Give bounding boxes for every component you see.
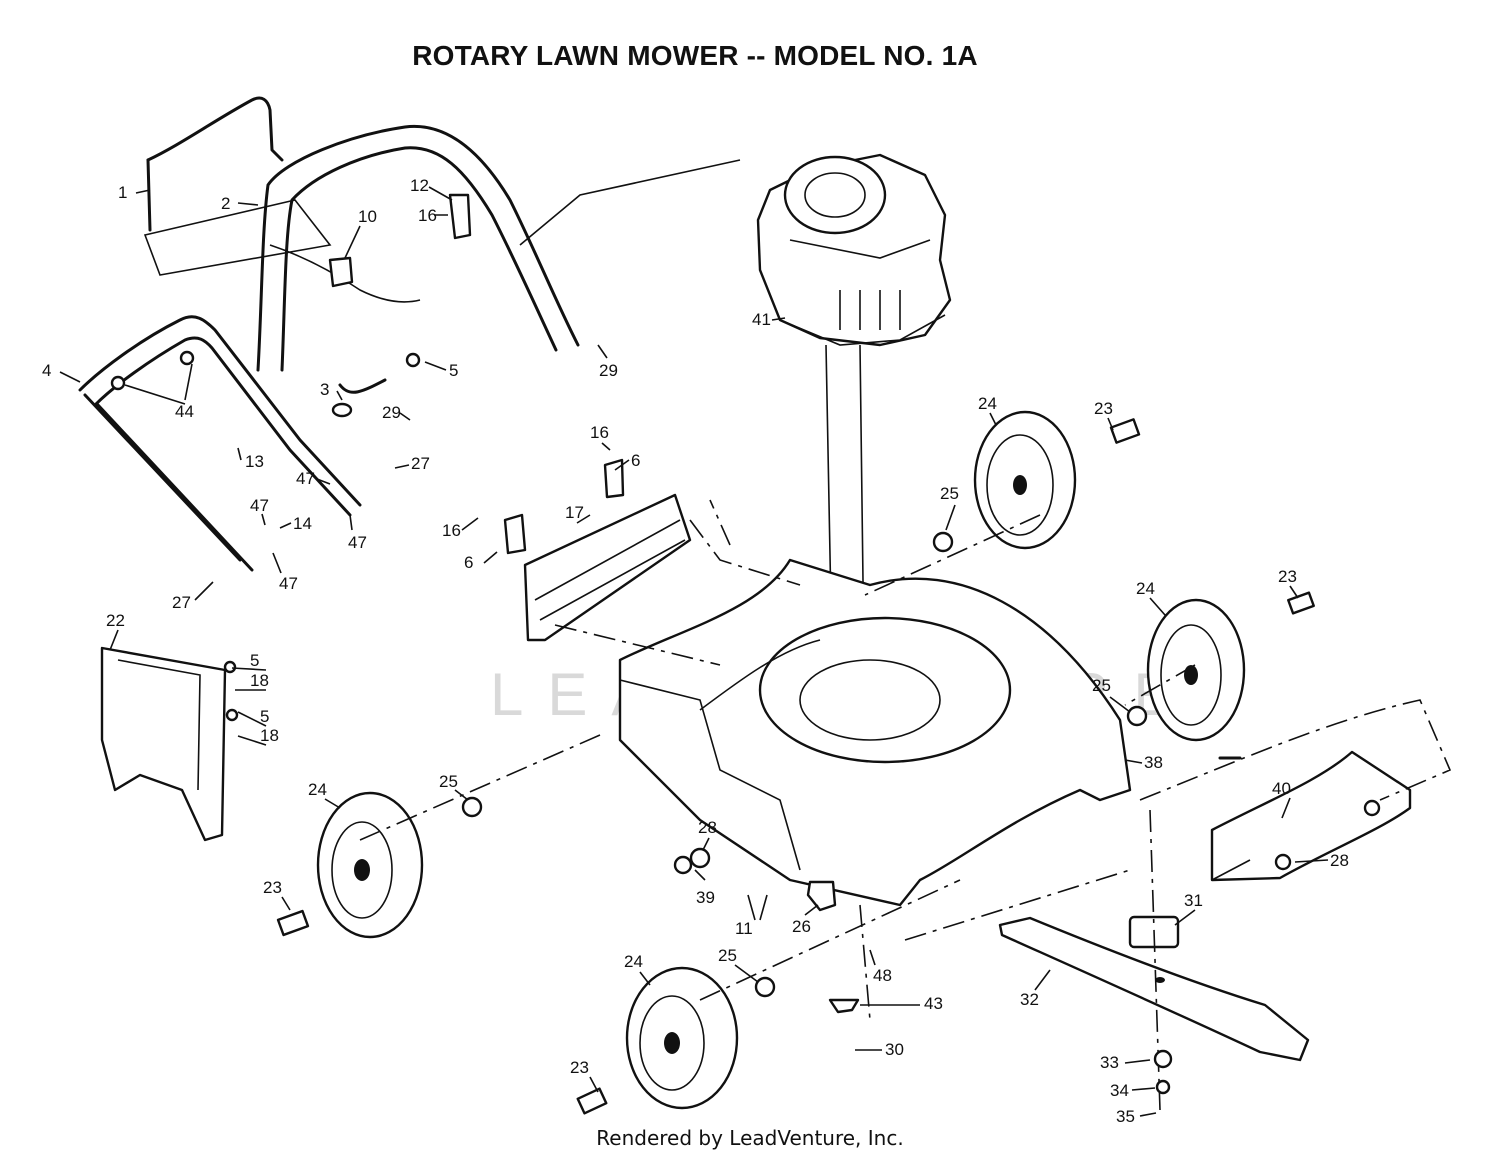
callout-label: 47 <box>296 469 315 488</box>
callout-label: 34 <box>1110 1081 1129 1100</box>
callout-label: 48 <box>873 966 892 985</box>
callout-label: 29 <box>599 361 618 380</box>
callout-label: 35 <box>1116 1107 1135 1126</box>
callout-label: 17 <box>565 503 584 522</box>
diagram-title: ROTARY LAWN MOWER -- MODEL NO. 1A <box>412 40 978 71</box>
callout-label: 16 <box>442 521 461 540</box>
callout-label: 39 <box>696 888 715 907</box>
callout-label: 24 <box>1136 579 1155 598</box>
callout-label: 18 <box>260 726 279 745</box>
callout-label: 26 <box>792 917 811 936</box>
callout-label: 41 <box>752 310 771 329</box>
callout-label: 47 <box>250 496 269 515</box>
assembly-guide-lines <box>359 499 1452 1111</box>
callout-label: 25 <box>439 772 458 791</box>
callout-label: 6 <box>631 451 640 470</box>
callout-label: 22 <box>106 611 125 630</box>
callout-label: 3 <box>320 380 329 399</box>
callout-label: 10 <box>358 207 377 226</box>
leader-lines <box>59 186 1329 1117</box>
upper-handle <box>256 124 580 372</box>
callout-label: 23 <box>1094 399 1113 418</box>
callout-label: 13 <box>245 452 264 471</box>
callout-label: 25 <box>718 946 737 965</box>
callout-label: 25 <box>1092 676 1111 695</box>
callout-label: 29 <box>382 403 401 422</box>
callout-label: 24 <box>624 952 643 971</box>
callout-label: 11 <box>735 919 753 938</box>
wheel-left-rear <box>316 791 424 939</box>
callout-label: 16 <box>418 206 437 225</box>
callout-label: 4 <box>42 361 51 380</box>
handle-bracket <box>143 96 332 276</box>
callout-label: 44 <box>175 402 194 421</box>
callout-label: 2 <box>221 194 230 213</box>
wheel-right-rear <box>973 410 1077 550</box>
hardware-parts <box>110 193 1381 1115</box>
callout-label: 6 <box>464 553 473 572</box>
callout-label: 25 <box>940 484 959 503</box>
callout-label: 31 <box>1184 891 1203 910</box>
callout-label: 23 <box>263 878 282 897</box>
callout-label: 5 <box>449 361 458 380</box>
callout-label: 47 <box>348 533 367 552</box>
callout-label: 40 <box>1272 779 1291 798</box>
callout-label: 43 <box>924 994 943 1013</box>
callout-label: 28 <box>698 818 717 837</box>
callout-label: 28 <box>1330 851 1349 870</box>
callout-label: 23 <box>570 1058 589 1077</box>
callout-label: 14 <box>293 514 312 533</box>
callout-label: 5 <box>250 651 259 670</box>
callout-label: 47 <box>279 574 298 593</box>
wheel-left-front <box>625 966 739 1110</box>
callout-labels: 1 2 10 12 16 41 29 5 3 29 4 44 13 27 47 … <box>42 176 1349 1126</box>
lower-handle <box>78 315 362 572</box>
engine <box>519 153 952 347</box>
callout-label: 16 <box>590 423 609 442</box>
callout-label: 27 <box>411 454 430 473</box>
callout-label: 24 <box>308 780 327 799</box>
callout-label: 24 <box>978 394 997 413</box>
footer-credit: Rendered by LeadVenture, Inc. <box>596 1126 904 1150</box>
callout-label: 30 <box>885 1040 904 1059</box>
callout-label: 32 <box>1020 990 1039 1009</box>
wheel-right-front <box>1146 598 1246 742</box>
mower-deck <box>618 558 1132 907</box>
callout-label: 18 <box>250 671 269 690</box>
callout-label: 27 <box>172 593 191 612</box>
callout-label: 5 <box>260 707 269 726</box>
rear-deflector <box>100 646 227 842</box>
trail-shield <box>523 493 692 642</box>
callout-label: 38 <box>1144 753 1163 772</box>
callout-label: 12 <box>410 176 429 195</box>
callout-label: 23 <box>1278 567 1297 586</box>
callout-label: 1 <box>118 183 127 202</box>
callout-label: 33 <box>1100 1053 1119 1072</box>
